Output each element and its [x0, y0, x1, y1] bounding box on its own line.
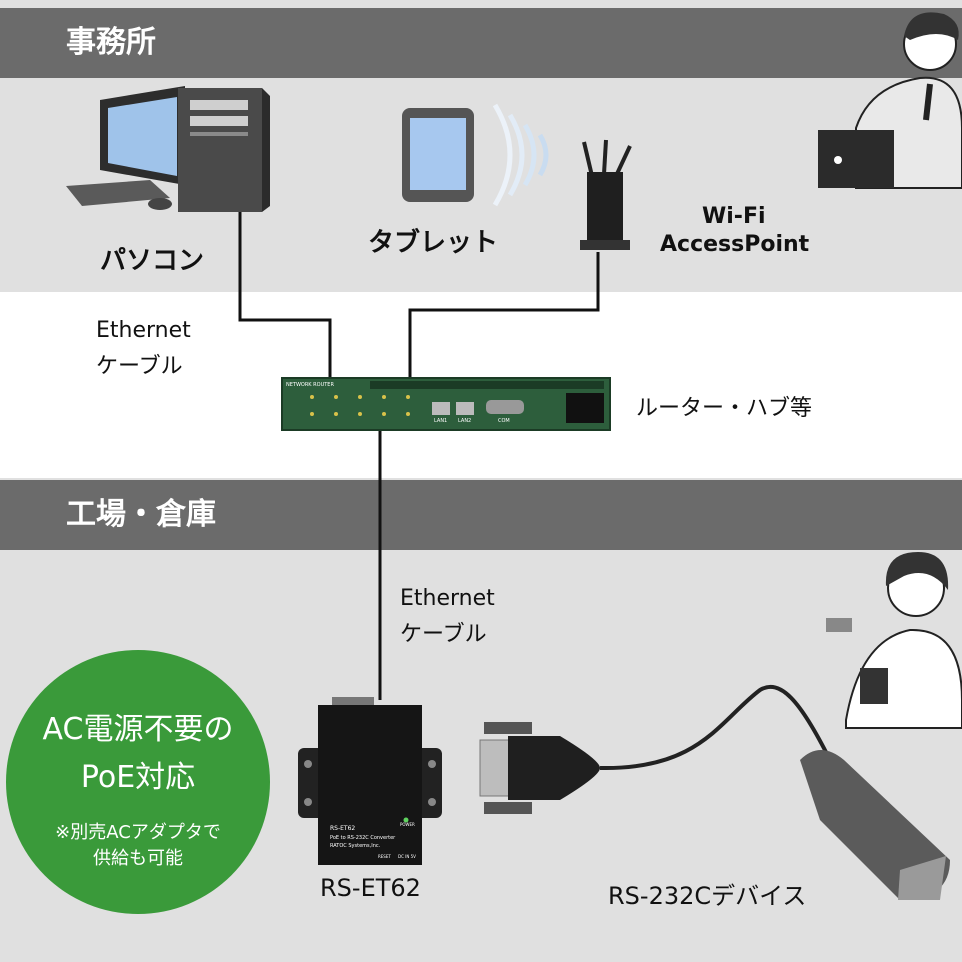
ap-cable [408, 252, 600, 395]
warehouse-worker-illustration [826, 552, 962, 729]
wifi-signal-icon [492, 103, 549, 207]
tablet-icon [402, 108, 474, 202]
router-label: ルーター・ハブ等 [636, 396, 813, 421]
barcode-scanner-icon [800, 750, 950, 900]
office-title: 事務所 [66, 25, 156, 60]
office-worker-illustration [818, 12, 962, 189]
cable1-label-line2: ケーブル [96, 354, 183, 379]
office-title-bar: 事務所 [0, 8, 962, 78]
pc-icon [66, 86, 270, 212]
device-label: RS-ET62 [320, 874, 421, 902]
ap-label-line2: AccessPoint [660, 232, 810, 257]
serial-connector-icon [479, 722, 600, 814]
access-point-icon [580, 139, 632, 250]
ethernet-cables [238, 210, 600, 700]
router-panel-name: NETWORK ROUTER [286, 382, 334, 388]
ap-label-line1: Wi-Fi [702, 204, 766, 229]
pc-cable [238, 210, 332, 395]
cable2-label-line2: ケーブル [400, 622, 487, 647]
router-com-label: COM [498, 418, 510, 424]
router-icon [281, 377, 611, 431]
badge-note1: ※別売ACアダプタで [55, 822, 221, 843]
scanner-cable [599, 684, 832, 771]
device-dc-text: DC IN 5V [398, 854, 416, 859]
device-reset-text: RESET [378, 854, 391, 859]
poe-badge: AC電源不要の PoE対応 ※別売ACアダプタで 供給も可能 [6, 650, 270, 914]
device-power-text: POWER [400, 822, 415, 827]
device-maker-text: RATOC Systems,Inc. [330, 843, 381, 849]
cable1-label-line1: Ethernet [96, 318, 191, 343]
scanner-label: RS-232Cデバイス [608, 882, 807, 910]
badge-line1: AC電源不要の [42, 712, 234, 747]
device-subtitle-text: PoE to RS-232C Converter [330, 835, 396, 841]
badge-line2: PoE対応 [80, 760, 196, 795]
router-lan1-label: LAN1 [434, 418, 447, 424]
rs-et62-device-icon [298, 697, 442, 865]
cable2-label-line1: Ethernet [400, 586, 495, 611]
warehouse-title-bar: 工場・倉庫 [0, 480, 962, 550]
badge-note2: 供給も可能 [93, 848, 183, 869]
warehouse-title: 工場・倉庫 [66, 497, 216, 532]
pc-label: パソコン [100, 246, 205, 276]
device-model-text: RS-ET62 [330, 825, 355, 832]
router-lan2-label: LAN2 [458, 418, 471, 424]
tablet-label: タブレット [368, 228, 499, 258]
